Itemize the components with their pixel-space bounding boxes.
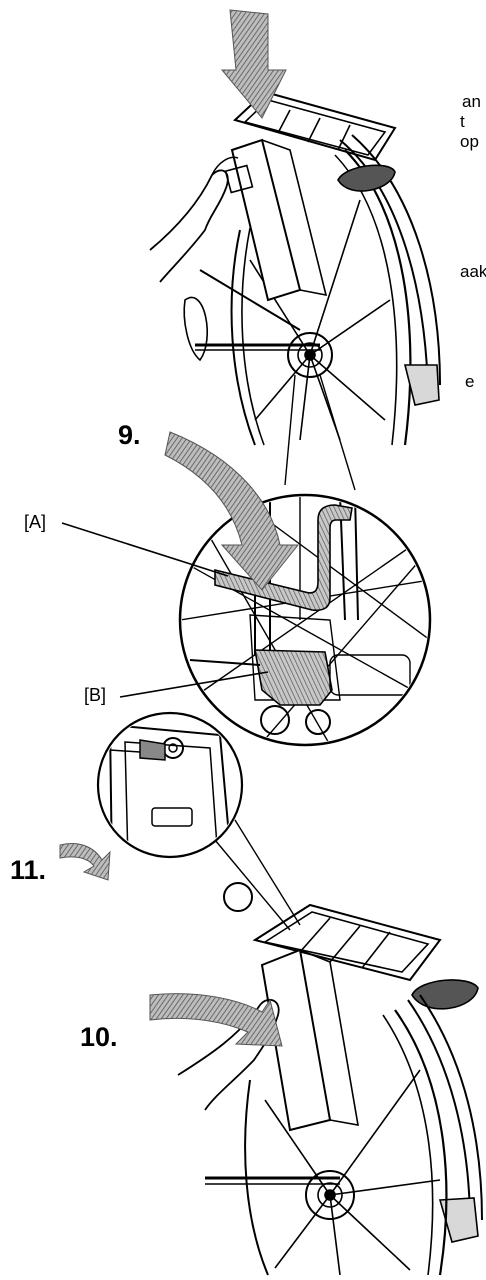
callout-a-leader	[61, 522, 229, 577]
push-down-arrow	[220, 9, 287, 119]
cut-text-aak: aak	[460, 262, 486, 281]
cut-text-e: e	[465, 372, 475, 391]
step-10-label: 10.	[80, 1022, 118, 1052]
cut-text-an: an	[462, 92, 481, 111]
bottom-bike-view	[177, 903, 483, 1276]
swing-arrow	[164, 431, 300, 591]
step-9-label: 9.	[118, 420, 141, 450]
callout-b-label: [B]	[84, 685, 107, 705]
zoom-connector	[284, 374, 356, 491]
cut-text-top: t op	[460, 112, 479, 151]
key-zoom-connector	[214, 819, 301, 931]
latch-detail-circle	[178, 493, 432, 747]
callout-b-leader	[119, 671, 269, 698]
pull-out-arrow	[149, 993, 283, 1047]
callout-a-label: [A]	[24, 512, 47, 532]
turn-key-arrow	[59, 843, 111, 881]
key-detail-circle	[96, 711, 244, 859]
step-11-label: 11.	[10, 855, 47, 885]
top-bike-view	[149, 90, 441, 446]
